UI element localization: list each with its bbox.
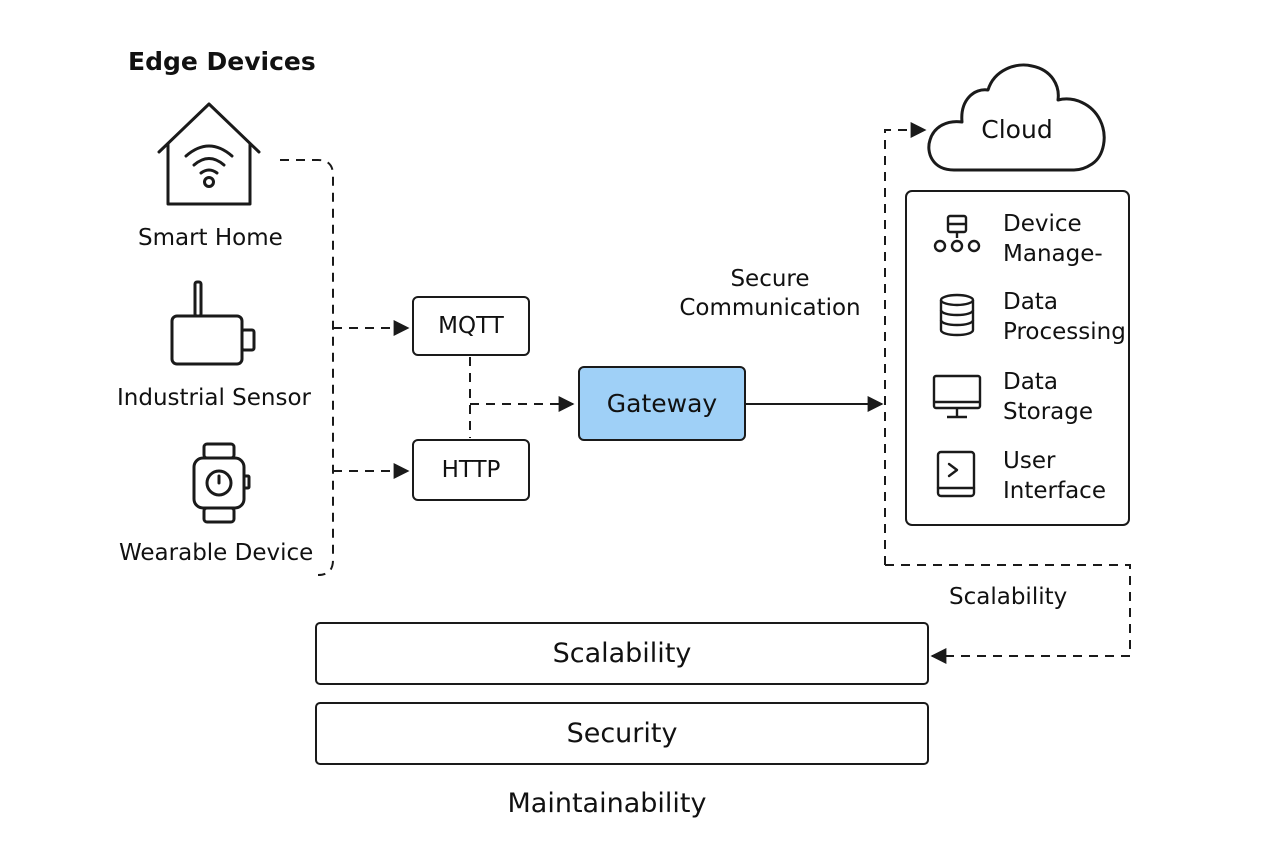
maintainability-label: Maintainability [507, 788, 707, 819]
service-label-device-line1: Device [1003, 211, 1082, 237]
service-label-storage-line1: Data [1003, 369, 1058, 395]
service-label-storage-line2: Storage [1003, 399, 1093, 425]
service-label-ui-line1: User [1003, 448, 1056, 474]
terminal-icon [936, 450, 976, 498]
gateway-label: Gateway [606, 389, 718, 418]
scalability-link-line [885, 564, 1131, 664]
mqtt-box[interactable]: MQTT [412, 296, 530, 356]
smart-home-label: Smart Home [138, 225, 283, 251]
http-label: HTTP [441, 457, 501, 483]
security-layer[interactable]: Security [315, 702, 929, 765]
http-box[interactable]: HTTP [412, 439, 530, 501]
smartwatch-icon [192, 442, 251, 524]
wearable-device-label: Wearable Device [119, 540, 314, 566]
secure-label-line1: Secure [730, 266, 810, 292]
gateway-box[interactable]: Gateway [578, 366, 746, 441]
edge-devices-title: Edge Devices [128, 47, 316, 76]
database-icon [939, 293, 975, 337]
security-layer-label: Security [566, 718, 678, 749]
cloud-icon [927, 63, 1106, 172]
scalability-layer[interactable]: Scalability [315, 622, 929, 685]
scalability-layer-label: Scalability [552, 638, 692, 669]
monitor-icon [932, 374, 982, 419]
smart-home-icon [157, 102, 261, 206]
cloud-link-line [884, 122, 927, 565]
industrial-sensor-icon [170, 280, 256, 366]
edge-collector-line [280, 159, 334, 576]
cloud-services-panel [905, 190, 1130, 526]
service-label-processing-line2: Processing [1003, 319, 1126, 345]
service-label-processing-line1: Data [1003, 289, 1058, 315]
cloud-label: Cloud [981, 115, 1053, 144]
scalability-link-label: Scalability [949, 584, 1068, 610]
secure-label-line2: Communication [679, 295, 861, 321]
service-label-device-line2: Manage- [1003, 241, 1103, 267]
device-management-icon [933, 214, 981, 253]
service-label-ui-line2: Interface [1003, 478, 1106, 504]
mqtt-label: MQTT [438, 313, 504, 339]
industrial-sensor-label: Industrial Sensor [117, 385, 312, 411]
